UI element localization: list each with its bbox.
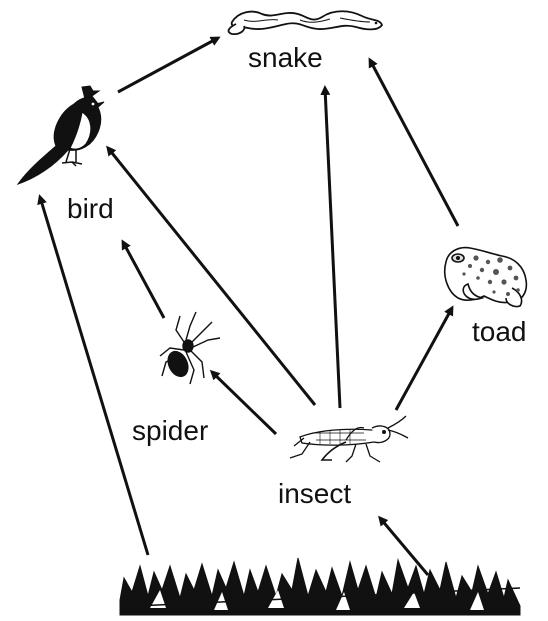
spider-icon <box>160 312 220 384</box>
arrow-insect-to-bird <box>108 148 315 405</box>
grasshopper-icon <box>290 416 408 462</box>
toad-label: toad <box>472 318 527 346</box>
arrows <box>40 38 458 575</box>
arrow-spider-to-bird <box>123 242 164 318</box>
arrow-grass-to-insect <box>380 518 428 575</box>
arrow-grass-to-bird <box>40 197 148 555</box>
snake-label: snake <box>248 44 323 72</box>
arrow-insect-to-toad <box>396 308 452 410</box>
arrow-toad-to-snake <box>370 60 458 226</box>
bird-label: bird <box>67 195 114 223</box>
arrow-bird-to-snake <box>118 38 218 92</box>
insect-label: insect <box>278 480 351 508</box>
grass-icon <box>120 558 520 615</box>
toad-icon <box>445 248 527 307</box>
snake-icon <box>229 11 382 34</box>
bird-icon <box>18 86 104 184</box>
arrow-insect-to-snake <box>325 88 340 408</box>
arrow-insect-to-spider <box>212 372 276 434</box>
spider-label: spider <box>132 417 208 445</box>
